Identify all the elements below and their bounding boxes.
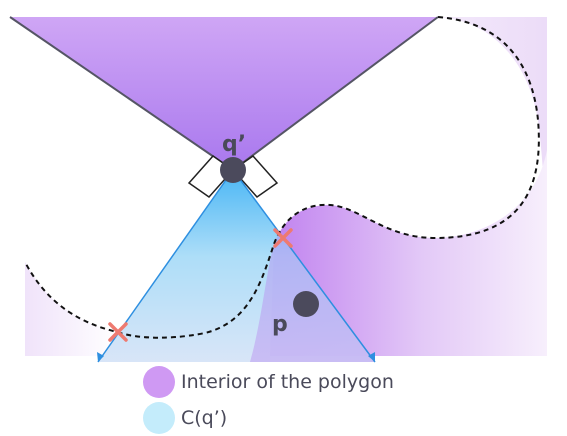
point-q-prime-label: q’	[222, 132, 246, 157]
polygon-interior-top-wedge	[10, 17, 438, 170]
polygon-interior-bottom-left	[25, 262, 117, 356]
legend-swatch-blue	[143, 402, 175, 434]
polygon-interior-right-region	[270, 150, 547, 356]
legend-item-polygon-interior: Interior of the polygon	[143, 366, 394, 398]
legend-label-cone: C(q’)	[181, 407, 228, 429]
legend-label-polygon-interior: Interior of the polygon	[181, 371, 394, 393]
point-q-prime	[220, 157, 246, 183]
point-p-label: p	[272, 312, 288, 337]
intersection-cross-lower	[108, 322, 128, 342]
point-p	[293, 291, 319, 317]
cone-ray-right	[232, 169, 376, 363]
wedge-edge-left	[9, 16, 234, 171]
intersection-cross-upper	[273, 228, 293, 248]
legend-item-cone: C(q’)	[143, 402, 227, 434]
polygon-interior-top-right	[438, 17, 547, 240]
cone-ray-right-arrowhead	[368, 352, 375, 362]
legend-swatch-purple	[143, 366, 175, 398]
cone-ray-left-arrowhead	[97, 352, 104, 362]
wedge-edge-right	[232, 16, 439, 171]
